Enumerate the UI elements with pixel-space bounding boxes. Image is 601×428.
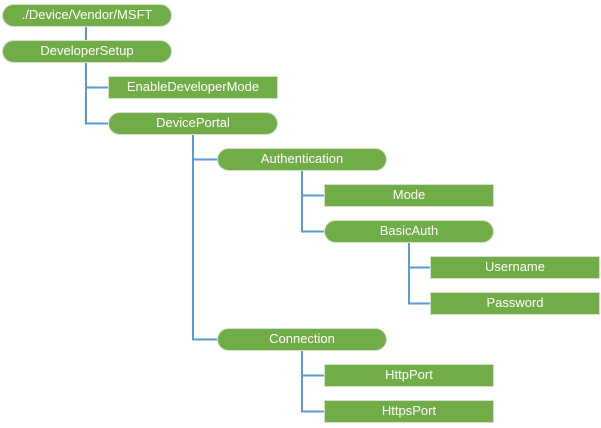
tree-node-username: Username — [430, 256, 600, 279]
tree-node-password: Password — [430, 292, 600, 315]
tree-node-developersetup: DeveloperSetup — [2, 40, 172, 63]
tree-node-enabledevelopermode: EnableDeveloperMode — [108, 76, 278, 99]
tree-node-deviceportal: DevicePortal — [108, 112, 278, 135]
tree-node-connection: Connection — [217, 328, 387, 351]
tree-node-basicauth: BasicAuth — [324, 220, 494, 243]
tree-node-httpsport: HttpsPort — [324, 400, 494, 423]
tree-node-device-vendor-msft: ./Device/Vendor/MSFT — [2, 4, 172, 27]
tree-node-mode: Mode — [324, 184, 494, 207]
tree-node-httpport: HttpPort — [324, 364, 494, 387]
connector-path — [85, 27, 430, 413]
tree-node-authentication: Authentication — [217, 148, 387, 171]
